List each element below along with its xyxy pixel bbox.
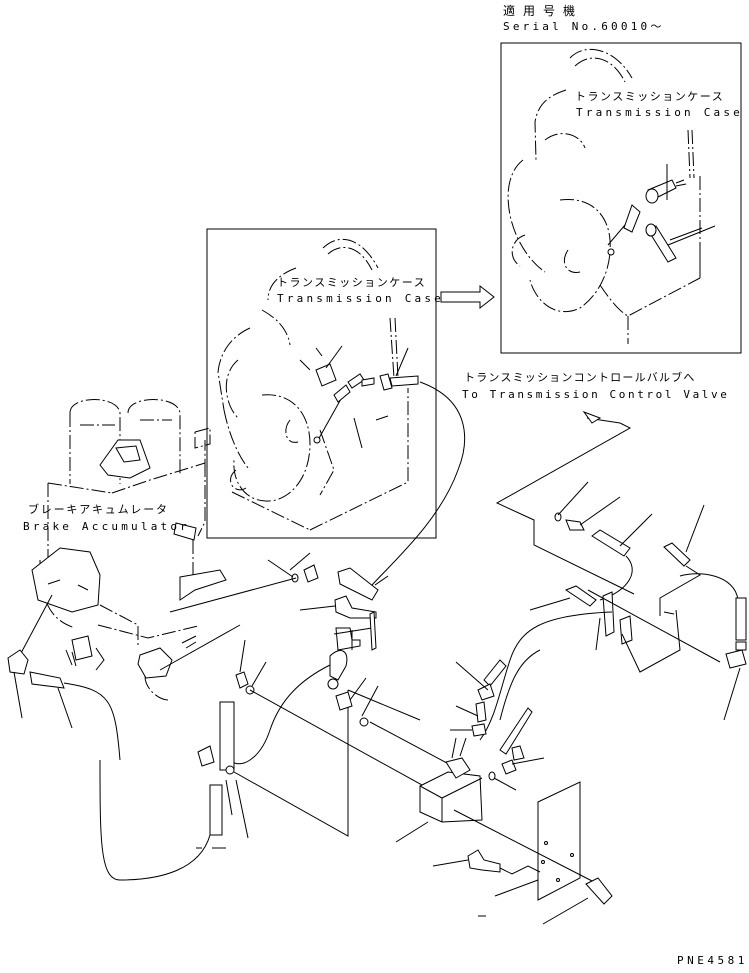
inset-transmission-case-drawing (507, 48, 716, 344)
brake-accumulator-en: Brake Accumulator (23, 520, 190, 533)
main-transmission-case-jp: トランスミッションケース (277, 276, 427, 289)
valve-block-assembly (395, 737, 613, 925)
to-control-valve-en: To Transmission Control Valve (462, 388, 730, 401)
inset-transmission-case-en: Transmission Case (576, 106, 743, 119)
inset-frame-serial (500, 42, 742, 354)
hose-assemblies (99, 381, 466, 881)
hollow-right-arrow-icon (440, 284, 495, 310)
inset-transmission-case-jp: トランスミッションケース (575, 90, 725, 103)
serial-number-label: Serial No.60010～ (503, 20, 665, 33)
main-transmission-frame (206, 228, 437, 539)
right-side-assembly (450, 410, 747, 761)
to-control-valve-jp: トランスミッションコントロールバルブへ (464, 371, 696, 384)
brake-accumulator-jp: ブレーキアキュムレータ (28, 503, 169, 516)
drawing-id: PNE4581 (677, 954, 748, 967)
applicable-machine-label: 適用号機 (503, 4, 584, 18)
main-transmission-case-drawing (217, 238, 419, 531)
main-transmission-case-en: Transmission Case (277, 292, 444, 305)
brake-accumulator-drawing (7, 399, 241, 761)
